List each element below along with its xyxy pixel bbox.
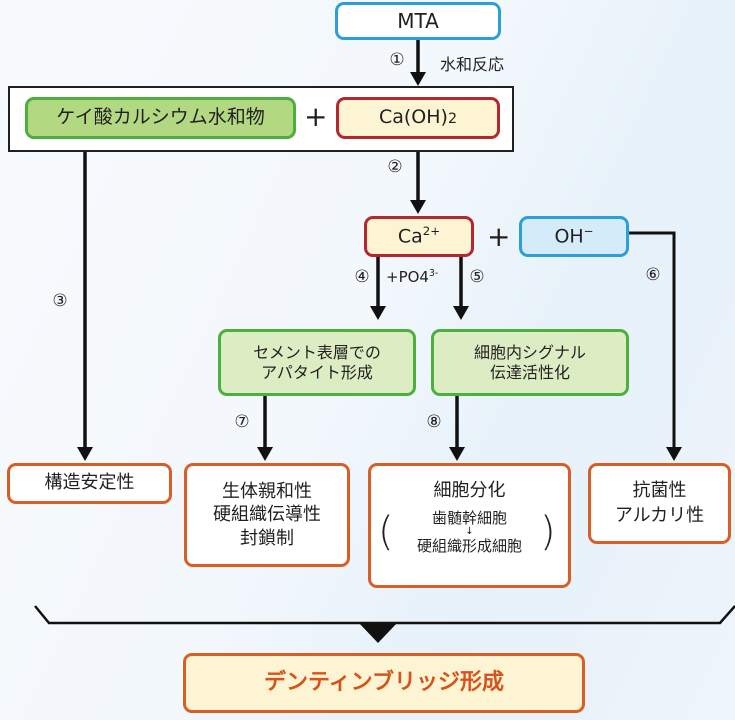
biocompatibility-box: 生体親和性 硬組織伝導性 封鎖制: [184, 463, 350, 567]
biocompat-line-3: 封鎖制: [240, 527, 294, 549]
right-parenthesis: ): [540, 509, 556, 555]
step-number-3: ③: [52, 291, 68, 311]
biocompat-line-1: 生体親和性: [222, 480, 312, 502]
calcium-silicate-hydrate-label: ケイ酸カルシウム水和物: [56, 106, 265, 129]
step-number-5: ⑤: [469, 267, 485, 287]
hydroxide-ion-charge: −: [583, 223, 594, 238]
step-number-7: ⑦: [234, 412, 250, 432]
arrowhead-step1: [410, 72, 426, 86]
biocompat-line-2: 硬組織伝導性: [213, 504, 321, 526]
mta-label: MTA: [397, 8, 439, 33]
calcium-silicate-hydrate-box: ケイ酸カルシウム水和物: [25, 97, 296, 139]
structural-stability-box: 構造安定性: [7, 463, 172, 504]
cell-signal-box: 細胞内シグナル 伝達活性化: [431, 329, 629, 396]
step-number-4: ④: [354, 267, 370, 287]
left-parenthesis: (: [378, 509, 394, 555]
phosphate-label: +PO43-: [386, 268, 438, 286]
antibacterial-box: 抗菌性 アルカリ性: [588, 463, 731, 544]
arrowhead-step3: [77, 447, 93, 461]
dentin-bridge-box: デンティンブリッジ形成: [183, 653, 585, 713]
antibacterial-line-1: 抗菌性: [632, 480, 687, 502]
convergence-brace: [34, 605, 735, 625]
apatite-formation-box: セメント表層での アパタイト形成: [218, 329, 416, 396]
phosphate-subscript: 4: [419, 268, 429, 286]
hydroxide-ion-base: OH: [554, 225, 584, 248]
calcium-hydroxide-base: Ca(OH): [378, 106, 448, 129]
arrowhead-step8: [449, 447, 465, 461]
arrowhead-step4: [370, 306, 386, 320]
dentin-bridge-label: デンティンブリッジ形成: [263, 670, 505, 696]
cell-signal-line-1: 細胞内シグナル: [473, 342, 586, 362]
step-number-1: ①: [389, 50, 405, 70]
apatite-line-2: アパタイト形成: [261, 362, 373, 382]
cell-differentiation-box: 細胞分化 歯髄幹細胞 ↓ 硬組織形成細胞: [368, 463, 571, 588]
step-number-2: ②: [387, 157, 403, 177]
calcium-ion-base: Ca: [397, 225, 423, 248]
calcium-ion-box: Ca2+: [364, 216, 474, 257]
arrowhead-step2: [410, 200, 426, 214]
brace-arrowhead: [358, 622, 398, 643]
cell-signal-line-2: 伝達活性化: [489, 362, 570, 382]
arrow-step6: [628, 231, 676, 450]
calcium-ion-charge: 2+: [422, 223, 441, 238]
differentiation-title: 細胞分化: [433, 480, 506, 501]
calcium-hydroxide-subscript: 2: [447, 111, 458, 128]
arrowhead-step7: [257, 447, 273, 461]
phosphate-charge: 3-: [428, 268, 439, 279]
plus-sign-products: +: [304, 100, 328, 133]
step-number-8: ⑧: [426, 412, 442, 432]
calcium-hydroxide-box: Ca(OH)2: [336, 97, 500, 139]
hydroxide-ion-box: OH−: [519, 216, 629, 257]
arrowhead-step6: [666, 447, 682, 461]
apatite-line-1: セメント表層での: [253, 342, 381, 362]
plus-sign-ions: +: [487, 220, 511, 253]
arrowhead-step5: [453, 306, 469, 320]
differentiation-to: 硬組織形成細胞: [416, 537, 522, 556]
differentiation-arrow: ↓: [465, 526, 474, 538]
calcium-hydroxide-label: Ca(OH)2: [379, 106, 457, 130]
mta-box: MTA: [335, 2, 501, 40]
antibacterial-line-2: アルカリ性: [614, 504, 705, 526]
calcium-ion-label: Ca2+: [398, 224, 440, 249]
hydration-label: 水和反応: [440, 55, 505, 74]
phosphate-base: +PO: [386, 268, 420, 286]
differentiation-from: 歯髄幹細胞: [431, 508, 507, 527]
step-number-6: ⑥: [645, 265, 661, 285]
structural-stability-label: 構造安定性: [44, 472, 135, 494]
hydroxide-ion-label: OH−: [554, 224, 593, 249]
